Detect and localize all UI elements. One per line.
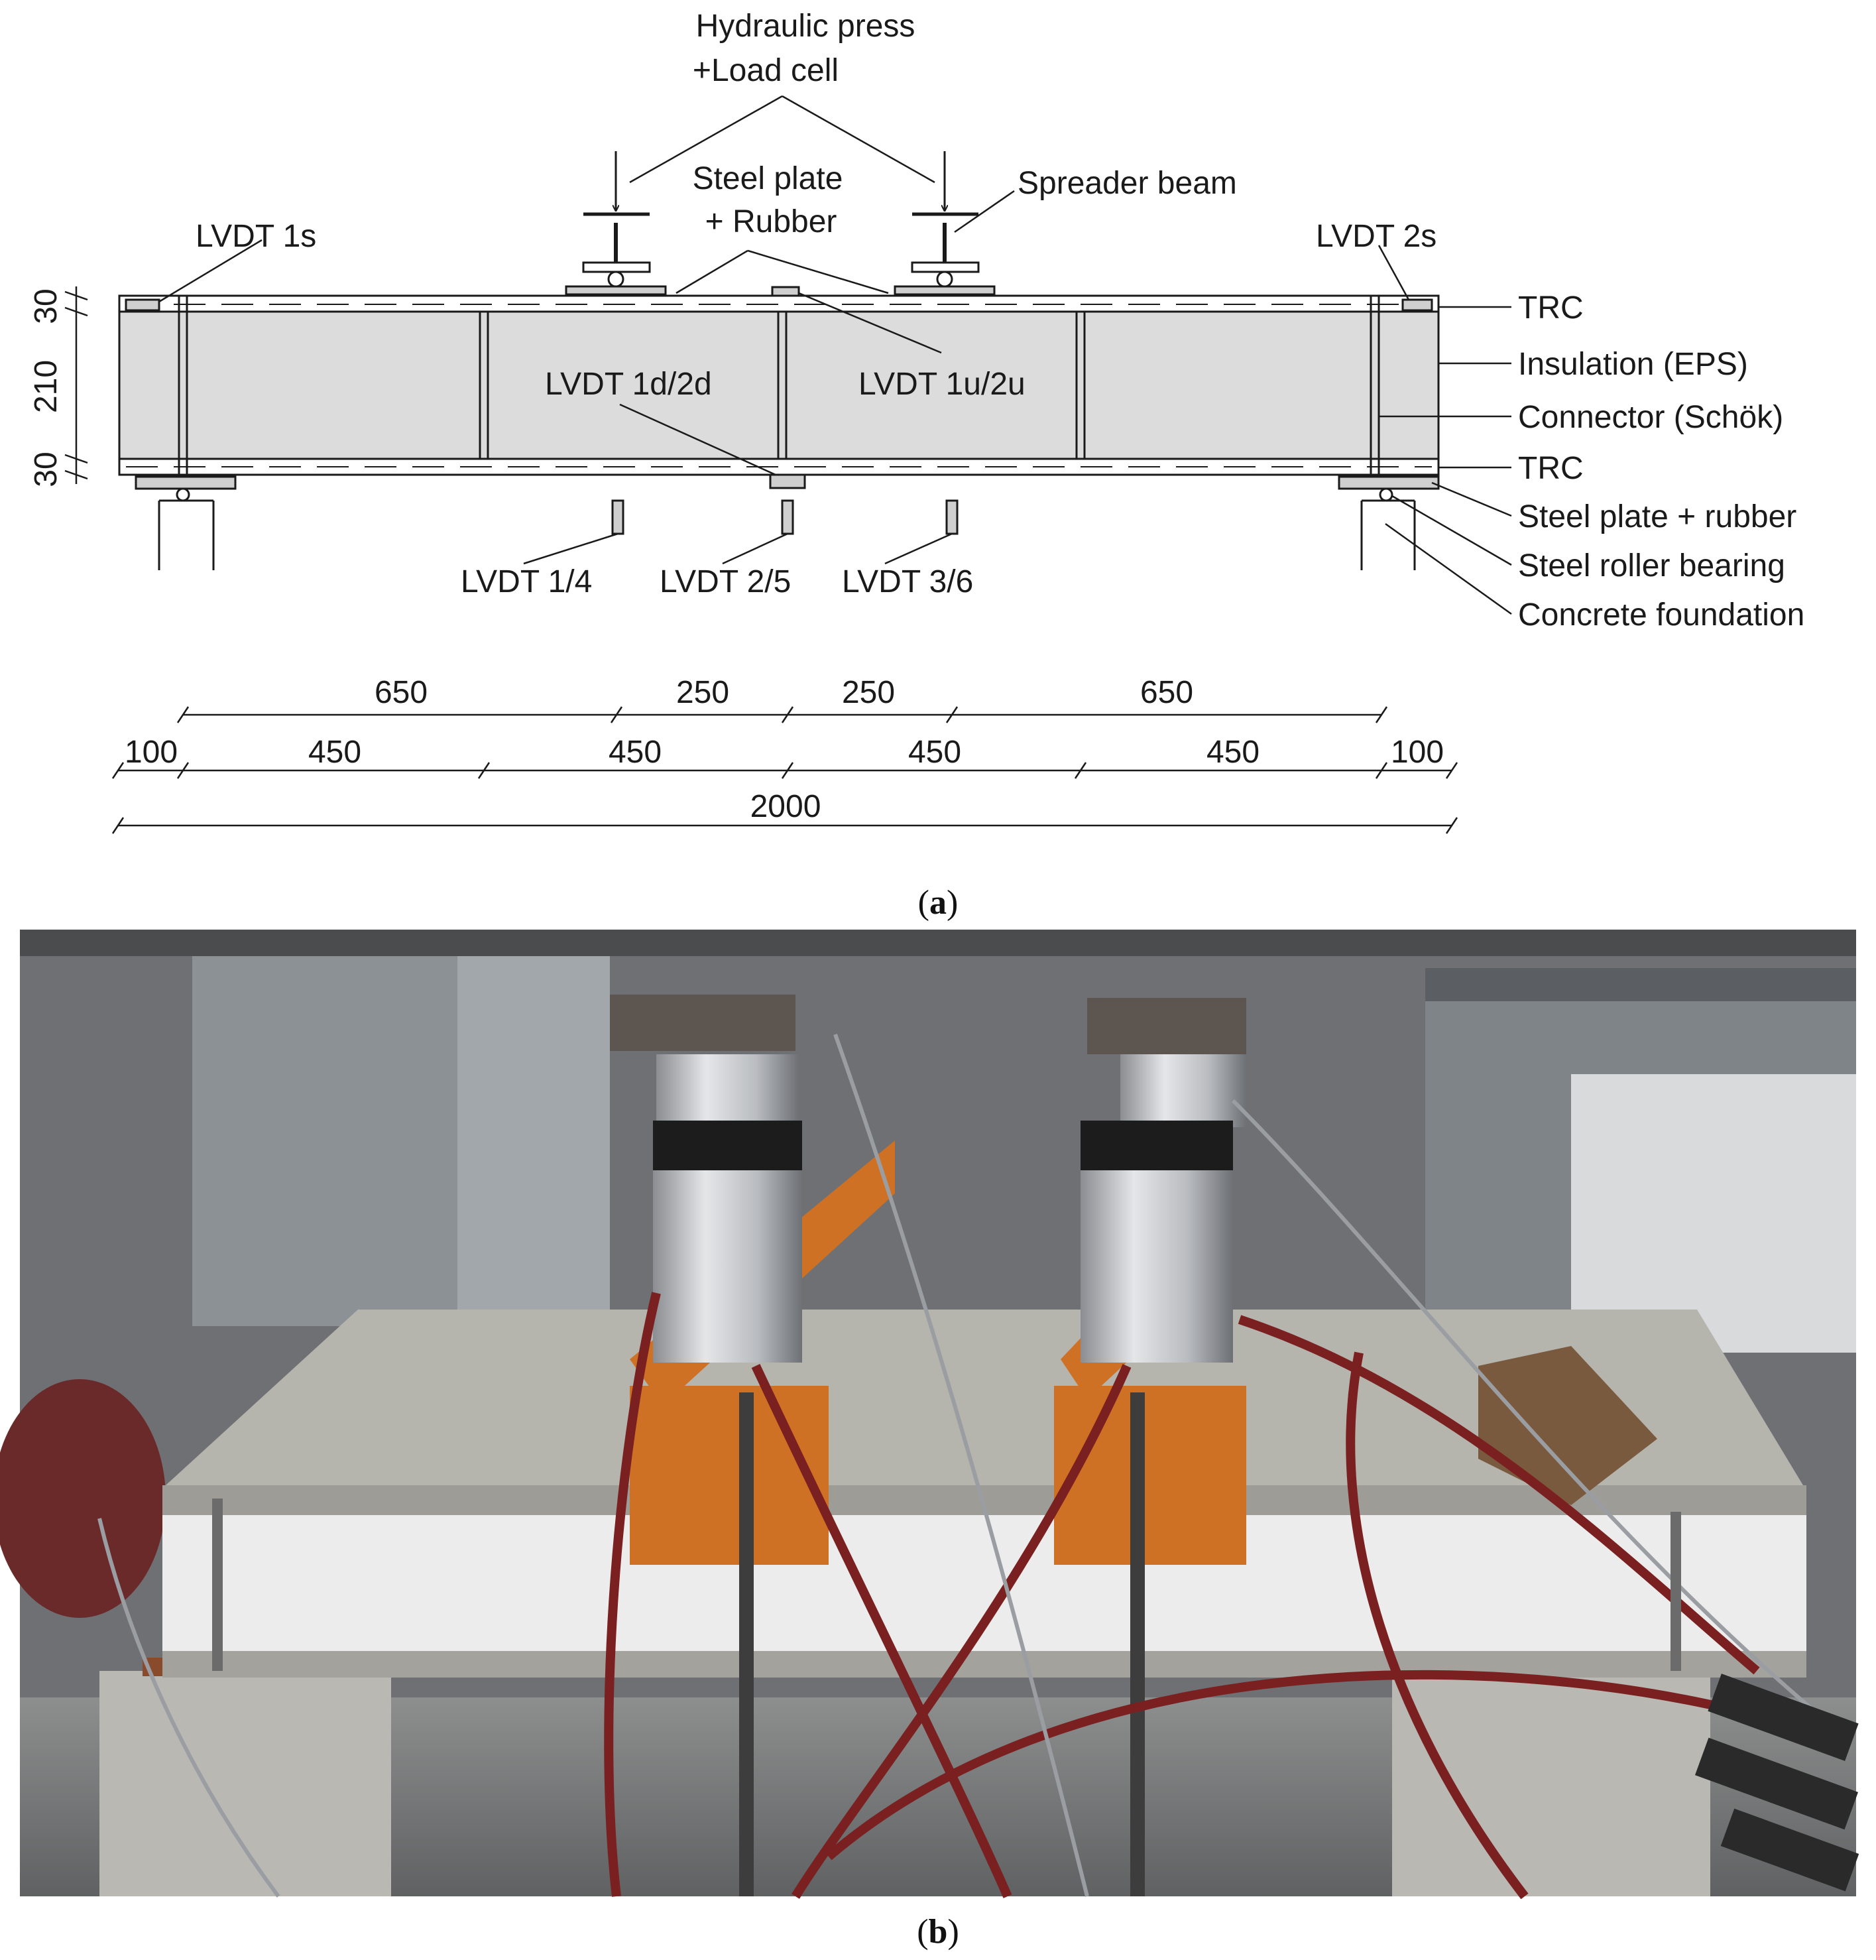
dim-total: 2000 — [750, 789, 821, 824]
lvdt-1s-label: LVDT 1s — [196, 219, 316, 254]
section-dim-bottom: 30 — [29, 452, 64, 487]
dim-r1-2: 250 — [842, 675, 895, 710]
dimension-row-2 — [111, 762, 1458, 779]
section-dim-middle: 210 — [29, 360, 64, 413]
lvdt-2s-label: LVDT 2s — [1316, 219, 1436, 254]
lvdt-36-sensor — [945, 499, 959, 535]
section-dimension-line — [64, 286, 88, 484]
caption-a: (a) — [918, 884, 959, 922]
load-right — [894, 151, 996, 296]
lvdt-1u2u-label: LVDT 1u/2u — [858, 367, 1026, 402]
dim-r2-3: 450 — [908, 735, 961, 770]
dimension-row-1 — [176, 706, 1388, 723]
lvdt-1d2d-sensor — [769, 473, 806, 489]
dim-r1-0: 650 — [375, 675, 428, 710]
svg-text:(b): (b) — [917, 1913, 959, 1951]
caption-b-letter: b — [929, 1913, 948, 1951]
legend-insulation: Insulation (EPS) — [1518, 347, 1748, 382]
dimension-row-total — [111, 817, 1458, 834]
legend-trc-top: TRC — [1518, 290, 1584, 326]
dim-r2-1: 450 — [308, 735, 361, 770]
rubber-label: + Rubber — [705, 204, 837, 239]
legend-trc-bottom: TRC — [1518, 451, 1584, 486]
dim-r1-3: 650 — [1140, 675, 1193, 710]
legend-roller-bearing: Steel roller bearing — [1518, 548, 1785, 583]
svg-text:(a): (a) — [918, 884, 959, 922]
dim-r1-1: 250 — [676, 675, 729, 710]
dim-r2-5: 100 — [1391, 735, 1444, 770]
section-dim-top: 30 — [29, 288, 64, 324]
caption-b: (b) — [917, 1913, 959, 1951]
support-left — [135, 475, 237, 570]
dim-r2-0: 100 — [125, 735, 178, 770]
connectors — [178, 296, 1380, 475]
lvdt-1u2u-sensor — [771, 286, 800, 297]
load-cell-label: +Load cell — [693, 53, 839, 88]
lvdt-2s-sensor — [1401, 298, 1433, 312]
lvdt-1d2d-label: LVDT 1d/2d — [545, 367, 712, 402]
dim-r2-4: 450 — [1206, 735, 1260, 770]
lvdt-1s-sensor — [125, 298, 160, 312]
caption-a-letter: a — [929, 884, 947, 922]
load-left — [565, 151, 667, 296]
legend-foundation: Concrete foundation — [1518, 597, 1804, 633]
lvdt-36-label: LVDT 3/6 — [842, 564, 973, 599]
support-right — [1338, 475, 1440, 570]
lvdt-14-sensor — [611, 499, 624, 535]
test-setup-photo — [0, 930, 1859, 1900]
legend-steel-plate-rubber: Steel plate + rubber — [1518, 499, 1796, 534]
lvdt-25-label: LVDT 2/5 — [660, 564, 791, 599]
hydraulic-press-label: Hydraulic press — [696, 9, 915, 44]
lvdt-25-sensor — [781, 499, 794, 535]
steel-plate-label: Steel plate — [693, 161, 843, 196]
dim-r2-2: 450 — [609, 735, 662, 770]
legend-connector: Connector (Schök) — [1518, 400, 1783, 435]
lvdt-14-label: LVDT 1/4 — [461, 564, 592, 599]
schematic-diagram — [64, 95, 1512, 834]
legend-leaders — [1379, 306, 1512, 615]
spreader-beam-label: Spreader beam — [1018, 166, 1237, 201]
